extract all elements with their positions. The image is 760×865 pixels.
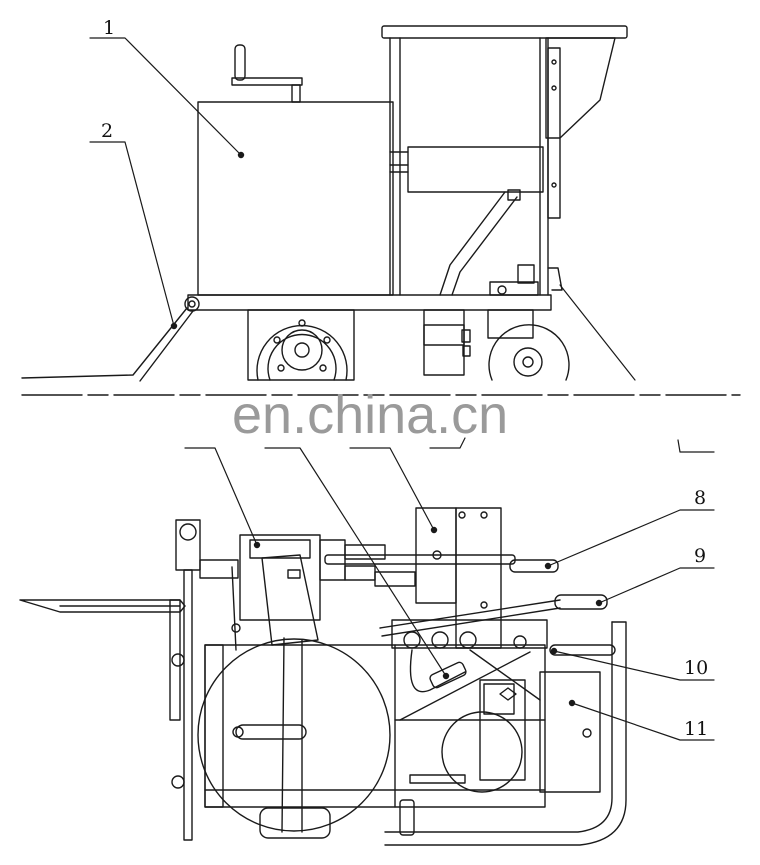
- plan-view: [19, 507, 627, 846]
- part-label-10: 10: [684, 657, 708, 679]
- leader-8: [547, 509, 715, 567]
- melting-kettle: [197, 101, 394, 296]
- leader-lines: [89, 37, 715, 741]
- leader-9: [598, 567, 715, 604]
- bead-hopper: [407, 146, 544, 193]
- gas-cylinder: [423, 309, 471, 376]
- main-frame: [381, 25, 628, 296]
- kettle-plan-circle: [197, 638, 391, 832]
- leader-11: [571, 702, 715, 741]
- heater-drum: [441, 711, 523, 793]
- leader-a: [184, 447, 258, 546]
- left-handle: [19, 519, 241, 841]
- leader-c: [349, 447, 435, 531]
- part-label-9: 9: [694, 545, 706, 567]
- control-levers: [324, 554, 616, 656]
- front-caster: [487, 309, 570, 381]
- chassis: [204, 644, 546, 808]
- leader-10: [553, 650, 715, 681]
- lid-handle: [235, 724, 307, 740]
- base-plate: [187, 294, 552, 311]
- leader-2: [89, 141, 175, 327]
- stirring-crank: [231, 44, 303, 103]
- leader-d: [429, 437, 466, 449]
- pump-block: [489, 264, 563, 296]
- leader-pump: [559, 284, 636, 381]
- handle-pivot: [184, 296, 200, 312]
- rear-wheel: [247, 309, 355, 381]
- engine-box: [539, 671, 601, 793]
- side-elevation-view: [21, 25, 741, 396]
- leader-pump-tail: [677, 439, 715, 453]
- leader-b: [264, 447, 447, 677]
- part-label-2: 2: [101, 120, 113, 142]
- valve-assembly: [239, 507, 502, 649]
- leader-1: [89, 37, 242, 156]
- outer-frame: [384, 621, 627, 846]
- watermark: en.china.cn: [232, 385, 508, 445]
- push-handle: [21, 307, 194, 382]
- gas-line: [391, 619, 548, 784]
- part-label-8: 8: [694, 487, 706, 509]
- part-label-11: 11: [684, 718, 708, 740]
- part-label-1: 1: [103, 17, 115, 39]
